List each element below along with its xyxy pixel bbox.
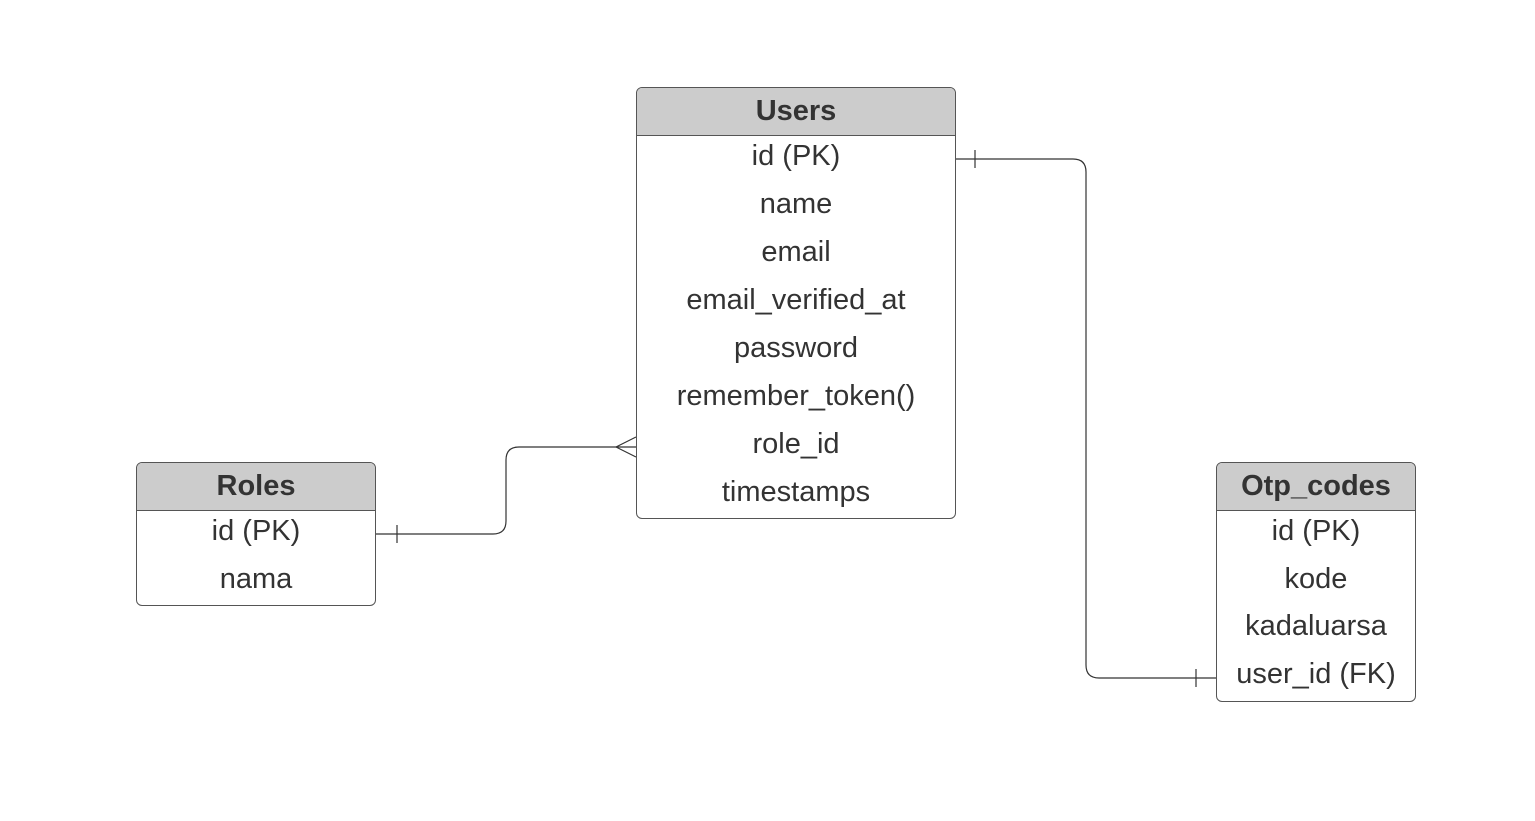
users-otp-line [956, 158, 1216, 679]
users-field-password: password [733, 332, 859, 364]
users-field-email-verified-at: email_verified_at [686, 284, 906, 316]
roles-field-id: id (PK) [211, 515, 301, 547]
users-field-id: id (PK) [751, 140, 841, 172]
otp-codes-field-user-id: user_id (FK) [1236, 657, 1396, 690]
users-otp-relationship [956, 150, 1216, 687]
roles-field-nama: nama [219, 562, 293, 595]
roles-entity-title: Roles [137, 463, 375, 511]
otp-codes-field-kode: kode [1284, 562, 1348, 595]
users-field-name: name [759, 188, 833, 220]
roles-entity[interactable]: Roles id (PK) nama [136, 462, 376, 606]
roles-users-relationship [376, 436, 637, 543]
otp-codes-entity[interactable]: Otp_codes id (PK) kode kadaluarsa user_i… [1216, 462, 1416, 702]
users-field-role-id: role_id [752, 428, 840, 460]
roles-users-line [376, 446, 636, 535]
users-field-remember-token: remember_token() [676, 380, 916, 412]
users-field-email: email [761, 236, 831, 268]
users-entity-title: Users [637, 88, 955, 136]
otp-codes-field-kadaluarsa: kadaluarsa [1245, 610, 1387, 642]
otp-codes-entity-title: Otp_codes [1217, 463, 1415, 511]
users-field-timestamps: timestamps [721, 476, 871, 508]
otp-codes-field-id: id (PK) [1271, 515, 1361, 547]
users-entity[interactable]: Users id (PK) name email email_verified_… [636, 87, 956, 519]
many-marker-users [615, 436, 637, 458]
